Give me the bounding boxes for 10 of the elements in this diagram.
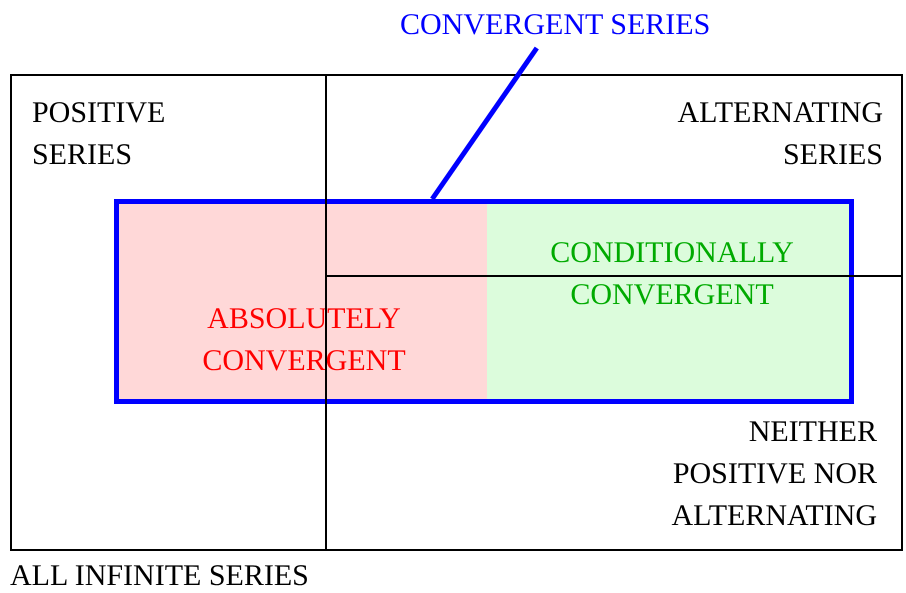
leader-line bbox=[430, 46, 539, 200]
region-label: ALL INFINITE SERIES bbox=[10, 558, 309, 593]
region bbox=[119, 204, 487, 399]
region-label: ALTERNATING SERIES bbox=[676, 95, 883, 173]
region-label: NEITHER POSITIVE NOR ALTERNATING bbox=[670, 414, 877, 534]
region-box bbox=[114, 199, 854, 404]
region bbox=[487, 204, 849, 399]
region-label: POSITIVE SERIES bbox=[32, 95, 166, 173]
region-label: CONDITIONALLY CONVERGENT bbox=[549, 235, 795, 313]
region-label: CONVERGENT SERIES bbox=[400, 7, 710, 43]
